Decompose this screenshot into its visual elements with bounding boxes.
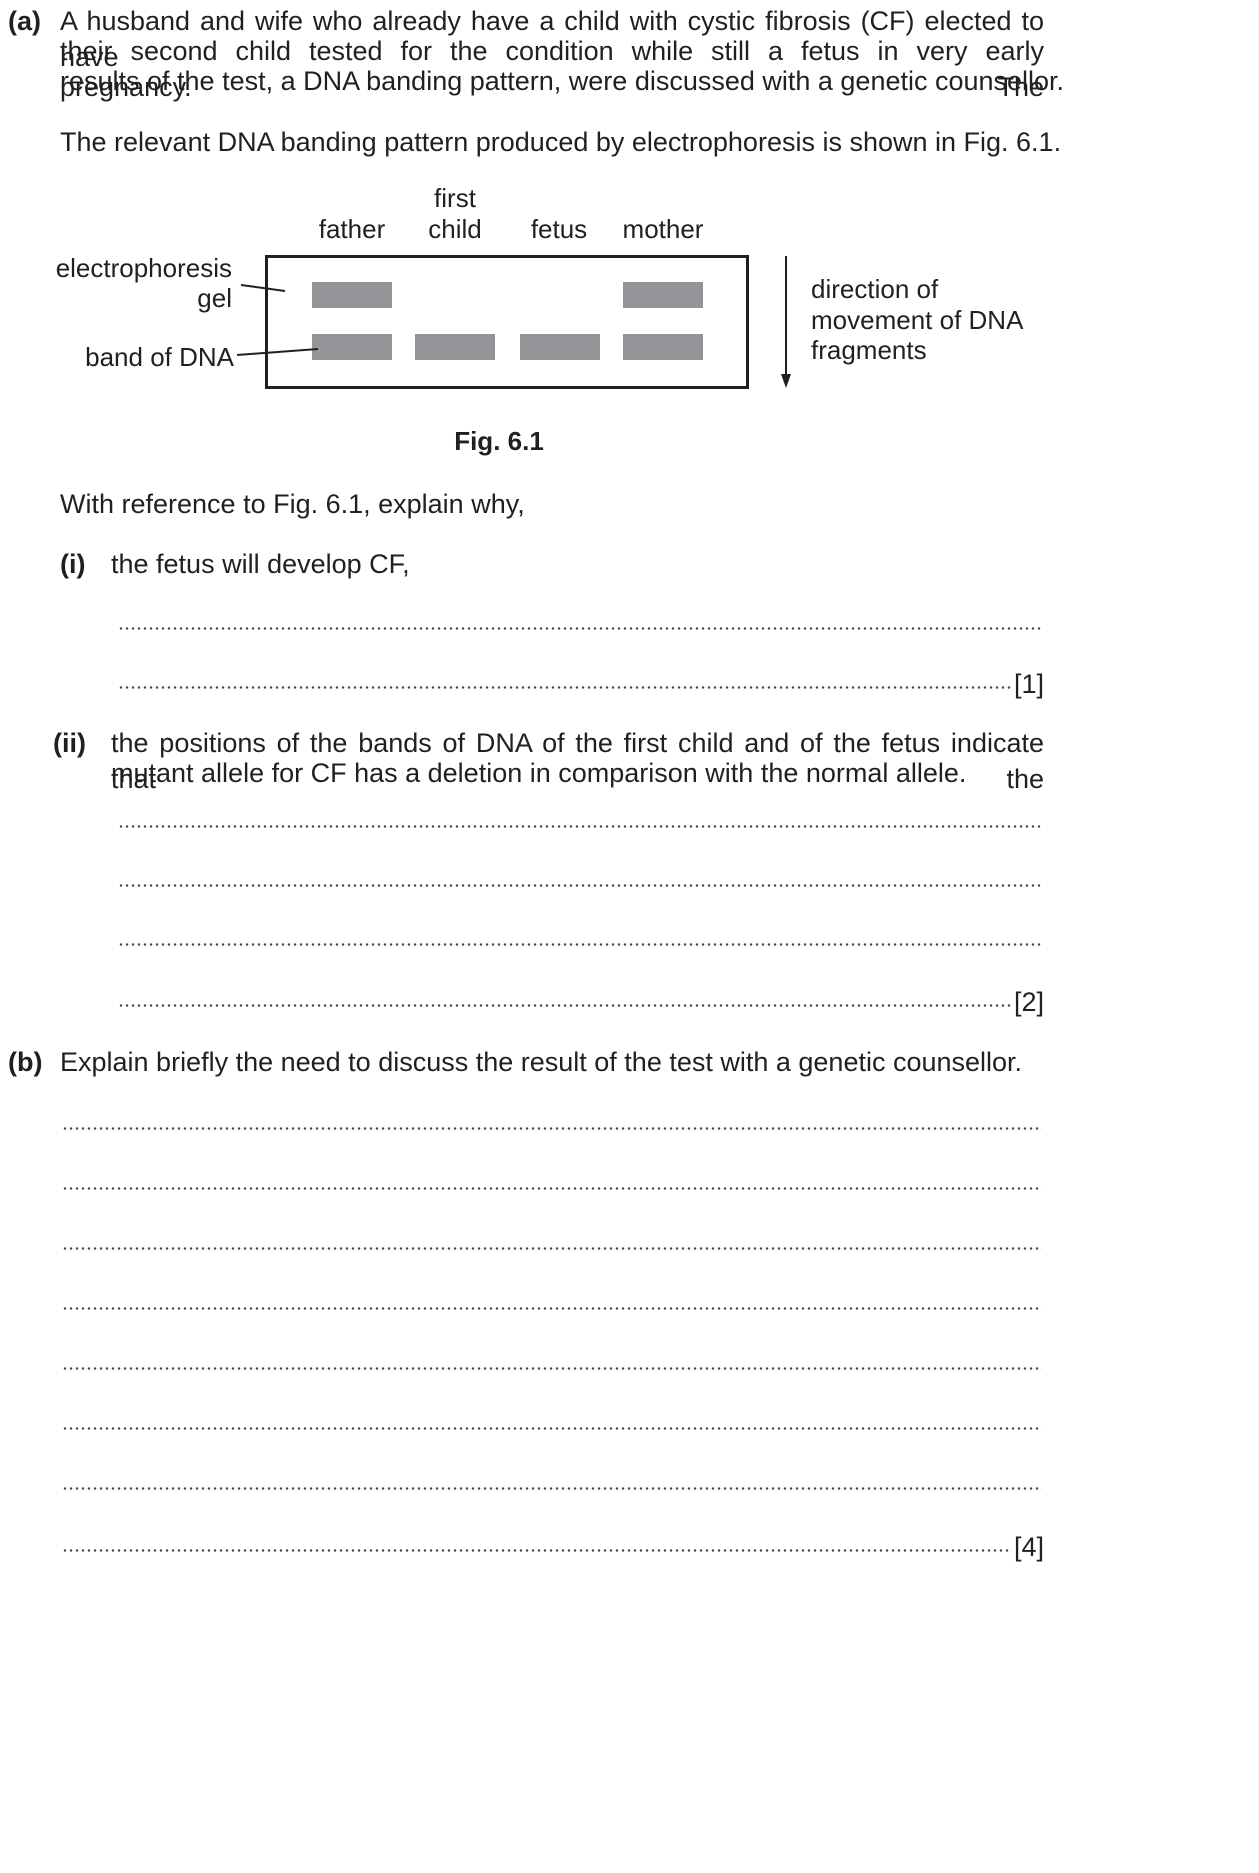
answer-line-ii-4[interactable]	[118, 1004, 1012, 1007]
direction-label-line-1: direction of	[811, 274, 939, 304]
gel-label-line-2: gel	[197, 283, 232, 313]
electrophoresis-figure: father first child fetus mother electrop…	[56, 183, 1024, 456]
answer-line-b-8[interactable]	[62, 1549, 1012, 1552]
answer-line-b-1[interactable]	[62, 1127, 1042, 1130]
band-father-lower	[312, 334, 392, 360]
q-i-label: (i)	[60, 549, 86, 579]
q-ii-mark: [2]	[1014, 987, 1045, 1017]
q-i-mark: [1]	[1014, 669, 1045, 699]
part-a-line-2: their second child tested for the condit…	[60, 36, 1044, 102]
answer-line-b-5[interactable]	[62, 1367, 1042, 1370]
part-b-mark: [4]	[1014, 1532, 1045, 1562]
gel-leader-line	[240, 284, 286, 292]
direction-arrow-head	[781, 374, 791, 388]
figure-caption: Fig. 6.1	[454, 426, 544, 456]
band-father-upper	[312, 282, 392, 308]
band-first-child-lower	[415, 334, 495, 360]
part-a-line-3: results of the test, a DNA banding patte…	[60, 66, 1065, 96]
answer-line-b-6[interactable]	[62, 1427, 1042, 1430]
part-b-text: Explain briefly the need to discuss the …	[60, 1047, 1023, 1077]
q-ii-line-2: mutant allele for CF has a deletion in c…	[111, 758, 967, 788]
band-mother-upper	[623, 282, 703, 308]
part-b-label: (b)	[8, 1047, 43, 1077]
lane-label-fetus: fetus	[531, 214, 587, 244]
part-a-line-1: A husband and wife who already have a ch…	[60, 6, 1044, 72]
band-fetus-lower	[520, 334, 600, 360]
answer-line-b-4[interactable]	[62, 1307, 1042, 1310]
q-ii-label: (ii)	[53, 728, 86, 758]
lane-label-father: father	[319, 214, 386, 244]
answer-line-b-2[interactable]	[62, 1187, 1042, 1190]
q-ii-line-1: the positions of the bands of DNA of the…	[111, 728, 1044, 794]
answer-line-b-3[interactable]	[62, 1247, 1042, 1250]
answer-line-b-7[interactable]	[62, 1487, 1042, 1490]
lane-label-first: first	[434, 183, 477, 213]
band-label: band of DNA	[85, 342, 235, 372]
answer-line-i-1[interactable]	[118, 627, 1042, 630]
figure-intro: The relevant DNA banding pattern produce…	[60, 127, 1062, 157]
direction-label-line-2: movement of DNA	[811, 305, 1024, 335]
electrophoresis-gel	[265, 255, 749, 389]
answer-line-ii-2[interactable]	[118, 884, 1042, 887]
answer-line-ii-1[interactable]	[118, 825, 1042, 828]
answer-line-i-2[interactable]	[118, 686, 1012, 689]
direction-label-line-3: fragments	[811, 335, 927, 365]
answer-line-ii-3[interactable]	[118, 943, 1042, 946]
band-leader-line	[236, 348, 319, 356]
question-prompt: With reference to Fig. 6.1, explain why,	[60, 489, 525, 519]
part-a-label: (a)	[8, 6, 41, 36]
gel-label-line-1: electrophoresis	[56, 253, 232, 283]
q-i-text: the fetus will develop CF,	[111, 549, 410, 579]
lane-label-child: child	[428, 214, 481, 244]
band-mother-lower	[623, 334, 703, 360]
lane-label-mother: mother	[623, 214, 704, 244]
